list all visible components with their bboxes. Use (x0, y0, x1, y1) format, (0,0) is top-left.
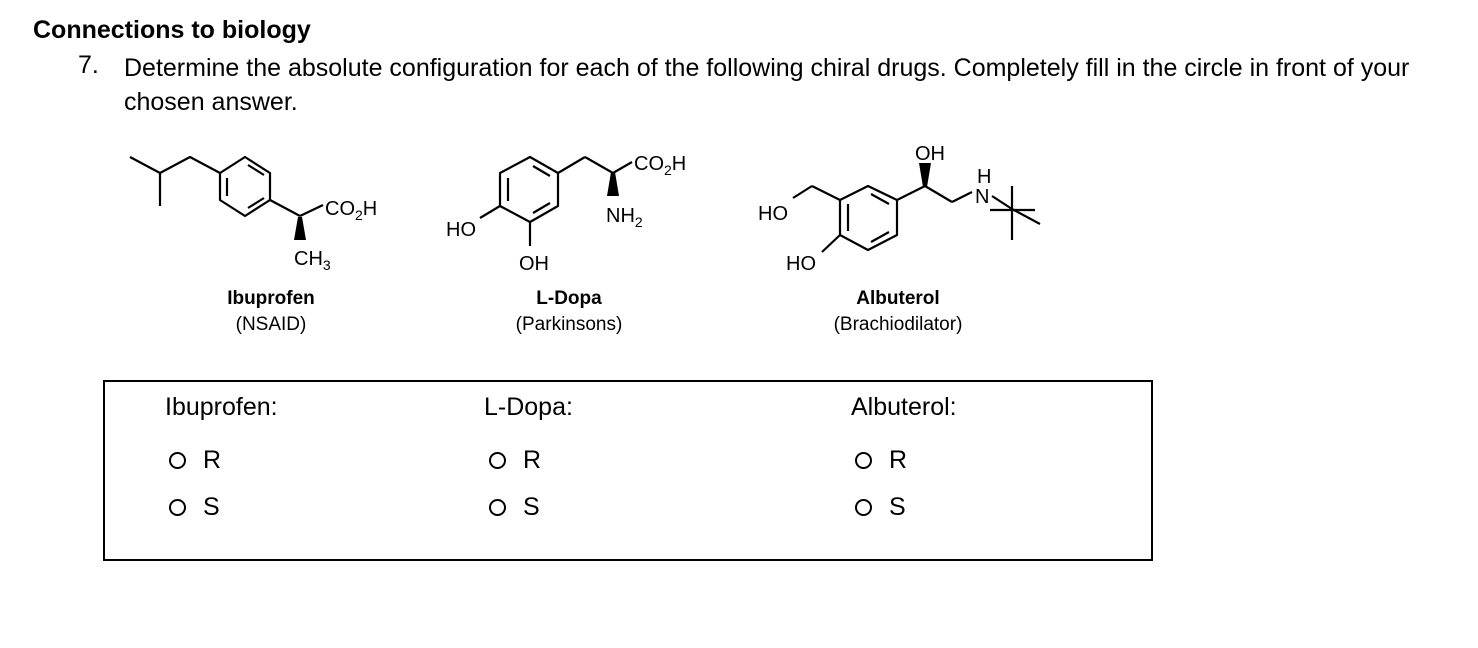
ibuprofen-option-s[interactable]: S (169, 493, 220, 521)
l-dopa-option-s[interactable]: S (489, 493, 540, 521)
option-label: R (889, 446, 908, 474)
albuterol-oh-label: OH (915, 143, 945, 165)
albuterol-option-r[interactable]: R (855, 446, 907, 474)
dopa-amine-label: NH2 (606, 205, 643, 230)
drug-class-albuterol: (Brachiodilator) (833, 314, 963, 335)
question-number: 7. (78, 51, 99, 79)
drug-name-albuterol: Albuterol (856, 288, 940, 309)
answer-label-ibuprofen: Ibuprofen: (165, 393, 278, 421)
albuterol-ho-1-label: HO (758, 203, 788, 225)
ibuprofen-structure (129, 155, 324, 218)
ibuprofen-option-r[interactable]: R (169, 446, 221, 474)
question-text: Determine the absolute configuration for… (124, 54, 1410, 116)
option-label: R (523, 446, 542, 474)
radio-circle[interactable] (169, 451, 186, 469)
drug-name-ibuprofen: Ibuprofen (227, 288, 315, 309)
albuterol-n-label: N (975, 186, 989, 208)
ibuprofen-acid-label: CO2H (325, 198, 377, 223)
drug-class-l-dopa: (Parkinsons) (515, 314, 623, 335)
drug-class-ibuprofen: (NSAID) (235, 314, 307, 335)
radio-circle[interactable] (169, 498, 186, 516)
answer-label-l-dopa: L-Dopa: (484, 393, 573, 421)
ibuprofen-methyl-label: CH3 (294, 248, 331, 273)
dopa-acid-label: CO2H (634, 153, 686, 178)
option-label: S (889, 493, 906, 521)
radio-circle[interactable] (489, 451, 506, 469)
answer-label-albuterol: Albuterol: (851, 393, 957, 421)
albuterol-h-label: H (977, 166, 991, 188)
radio-circle[interactable] (855, 451, 872, 469)
albuterol-ho-2-label: HO (786, 253, 816, 275)
answer-box: Ibuprofen: R S L-Dopa: R S Albuterol: R … (103, 380, 1153, 561)
option-label: S (203, 493, 220, 521)
albuterol-structure (792, 184, 1041, 253)
option-label: S (523, 493, 540, 521)
dopa-ho-label: HO (446, 219, 476, 241)
l-dopa-structure (479, 155, 633, 246)
radio-circle[interactable] (855, 498, 872, 516)
drug-name-l-dopa: L-Dopa (536, 288, 602, 309)
l-dopa-option-r[interactable]: R (489, 446, 541, 474)
section-title: Connections to biology (33, 16, 311, 44)
albuterol-option-s[interactable]: S (855, 493, 906, 521)
dopa-oh-label: OH (519, 253, 549, 275)
radio-circle[interactable] (489, 498, 506, 516)
option-label: R (203, 446, 222, 474)
structures-figure: CO2H CH3 CO2H NH2 HO OH HO HO OH N H (129, 143, 1041, 275)
